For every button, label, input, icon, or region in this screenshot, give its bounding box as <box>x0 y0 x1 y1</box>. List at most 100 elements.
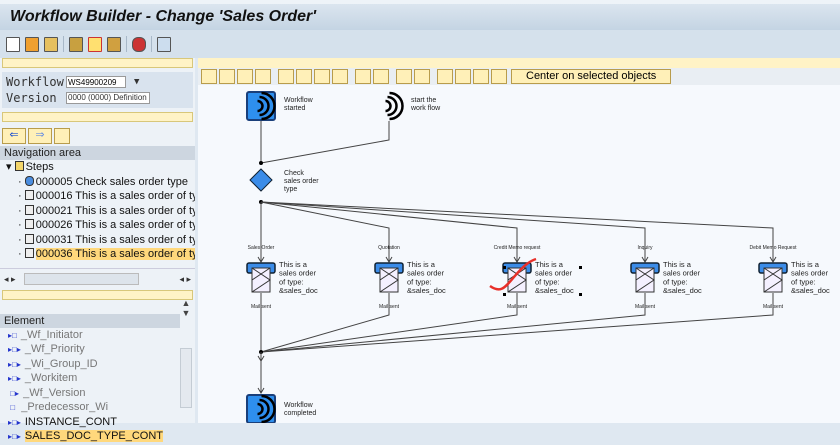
signal-icon <box>257 99 264 113</box>
zoom-in-icon[interactable] <box>455 69 471 84</box>
mail-icon <box>763 267 783 293</box>
list-icon[interactable] <box>157 36 171 52</box>
selection-handle <box>503 266 506 269</box>
tree-root[interactable]: ▾ Steps <box>6 161 54 173</box>
wizard-icon[interactable] <box>88 36 102 52</box>
arrow-head <box>513 256 521 263</box>
branch-line <box>260 201 646 262</box>
element-item[interactable]: ▸□▸_Wf_Priority <box>8 343 85 355</box>
new-icon[interactable] <box>6 36 20 52</box>
version-select[interactable]: 0000 (0000) Definition <box>66 92 150 104</box>
branch-line <box>260 201 518 262</box>
tree-item[interactable]: · 000031 This is a sales order of type: <box>18 233 195 246</box>
branch-line <box>260 201 390 262</box>
tree-item[interactable]: · 000005 Check sales order type <box>18 175 188 188</box>
step-label: sales order <box>535 269 573 278</box>
grid-icon[interactable] <box>414 69 430 84</box>
condition-icon <box>249 168 273 192</box>
signal-icon <box>261 91 276 121</box>
step-label: This is a <box>535 260 564 269</box>
cut-icon[interactable] <box>278 69 294 84</box>
pencil-icon[interactable] <box>219 69 235 84</box>
element-item[interactable]: ▸□_Wf_Initiator <box>8 328 83 341</box>
mail-icon <box>635 267 655 293</box>
event-label: work flow <box>410 105 441 112</box>
undo-icon[interactable] <box>355 69 371 84</box>
element-item[interactable]: ▸□▸_Wi_Group_ID <box>8 357 98 370</box>
element-item-selected[interactable]: ▸□▸SALES_DOC_TYPE_CONT <box>8 430 164 442</box>
copy-icon[interactable] <box>25 36 39 52</box>
step-label: This is a <box>279 260 308 269</box>
arrow-head <box>257 355 265 362</box>
zoom-out-icon[interactable] <box>473 69 489 84</box>
collapse-bar-2[interactable] <box>2 112 193 122</box>
collapse-bar[interactable] <box>2 58 193 68</box>
horizontal-scrollbar[interactable]: ◂ ▸◂ ▸ <box>0 267 195 290</box>
connector-line <box>260 121 390 164</box>
tree-item[interactable]: · 000026 This is a sales order of type: <box>18 219 195 231</box>
monitor-icon[interactable] <box>107 36 121 52</box>
element-item[interactable]: ▸□▸INSTANCE_CONT <box>8 415 117 428</box>
back-icon[interactable]: ⇐ <box>2 128 26 144</box>
align-icon[interactable] <box>437 69 453 84</box>
step-label: &sales_doc <box>535 286 574 295</box>
merge-line <box>260 293 518 353</box>
step-label: of type: <box>279 277 304 286</box>
diagram-toolbar: Center on selected objects <box>198 58 840 85</box>
hat-icon[interactable] <box>132 36 146 52</box>
lock-icon[interactable] <box>69 36 83 52</box>
tree-item-selected[interactable]: · 000036 This is a sales order of type: <box>0 247 195 262</box>
check-label: sales order <box>284 178 319 185</box>
mail-icon <box>379 267 399 293</box>
mail-icon <box>763 267 783 293</box>
arrow-head <box>769 256 777 263</box>
nav-toolbar: ⇐ ⇒ <box>2 128 193 144</box>
new-icon[interactable] <box>201 69 217 84</box>
person-icon[interactable] <box>491 69 507 84</box>
merge-line <box>260 293 646 353</box>
overview-icon[interactable] <box>54 128 70 144</box>
step-label: &sales_doc <box>663 286 702 295</box>
branch-label: Sales Order <box>248 245 275 251</box>
element-item[interactable]: □▸_Wf_Version <box>8 386 86 399</box>
branch-label: Quotation <box>378 245 400 251</box>
step-label: of type: <box>535 277 560 286</box>
edit-icon[interactable] <box>44 36 58 52</box>
signal-icon <box>259 398 270 420</box>
step-label: This is a <box>407 260 436 269</box>
insert-icon[interactable] <box>332 69 348 84</box>
tree-item[interactable]: · 000016 This is a sales order of type: <box>18 190 195 202</box>
activate-icon[interactable] <box>396 69 412 84</box>
step-label: &sales_doc <box>279 286 318 295</box>
selection-handle <box>579 293 582 296</box>
mail-icon <box>251 267 271 293</box>
element-item[interactable]: □ _Predecessor_Wi <box>8 401 109 413</box>
main-toolbar <box>0 30 840 58</box>
redo-icon[interactable] <box>373 69 389 84</box>
merge-line <box>260 293 774 353</box>
branch-label: Debit Memo Request <box>750 245 798 251</box>
junction-dot <box>259 161 263 165</box>
paste-icon[interactable] <box>314 69 330 84</box>
mail-icon <box>379 267 399 293</box>
center-selected-button[interactable]: Center on selected objects <box>511 69 672 84</box>
signal-icon <box>261 394 276 424</box>
navigation-header: Navigation area <box>0 146 195 160</box>
collapse-bar-3[interactable] <box>2 289 193 300</box>
copy-icon[interactable] <box>296 69 312 84</box>
dropdown-icon[interactable]: ▼ <box>134 77 140 87</box>
vertical-scrollbar[interactable]: ▲▼ <box>180 298 192 423</box>
delete-icon[interactable] <box>255 69 271 84</box>
arrow-head <box>385 256 393 263</box>
branch-label: Inquiry <box>637 245 653 251</box>
tree-item[interactable]: · 000021 This is a sales order of type: <box>18 204 195 217</box>
workflow-field[interactable] <box>66 76 126 88</box>
forward-icon[interactable]: ⇒ <box>28 128 52 144</box>
element-item[interactable]: ▸□▸_Workitem <box>8 372 78 384</box>
arrow-head <box>257 256 265 263</box>
link-icon[interactable] <box>237 69 253 84</box>
